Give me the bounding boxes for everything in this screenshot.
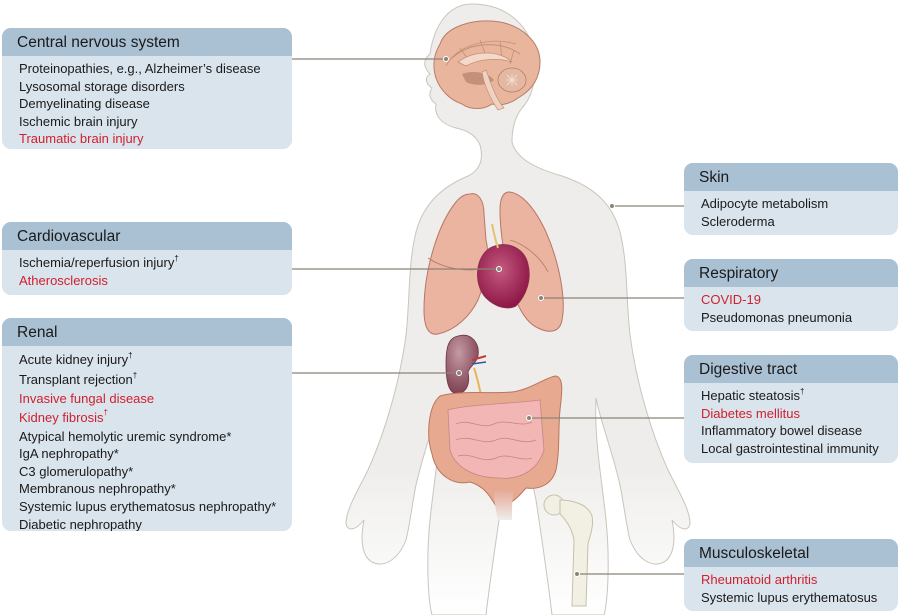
condition-label: Inflammatory bowel disease xyxy=(701,423,863,439)
panel-title: Skin xyxy=(684,163,898,191)
body-silhouette xyxy=(345,3,691,615)
condition-label: Atypical hemolytic uremic syndrome* xyxy=(19,428,232,444)
panel-list: Proteinopathies, e.g., Alzheimer’s disea… xyxy=(2,56,292,149)
condition-label: Adipocyte metabolism xyxy=(701,196,829,211)
condition-label: Acute kidney injury xyxy=(19,352,129,367)
condition-label: Traumatic brain injury xyxy=(19,131,144,147)
condition-label: Ischemic brain injury xyxy=(19,113,138,129)
panel-digestive-tract: Digestive tract Hepatic steatosis†Diabet… xyxy=(684,355,898,463)
intestines-icon xyxy=(428,375,563,520)
panel-title: Musculoskeletal xyxy=(684,539,898,567)
condition-item: IgA nephropathy* xyxy=(19,445,277,463)
condition-item: Systemic lupus erythematosus nephropathy… xyxy=(19,498,277,516)
condition-label: Proteinopathies, e.g., Alzheimer’s disea… xyxy=(19,61,261,76)
condition-label: Local gastrointestinal immunity xyxy=(701,440,879,456)
panel-central-nervous-system: Central nervous system Proteinopathies, … xyxy=(2,28,292,149)
condition-item: Hepatic steatosis† xyxy=(701,387,883,405)
condition-label: Demyelinating disease xyxy=(19,96,150,112)
condition-label: Systemic lupus erythematosus nephropathy… xyxy=(19,498,277,514)
condition-label: Hepatic steatosis xyxy=(701,388,800,403)
footnote-mark: † xyxy=(128,350,133,360)
condition-item: Proteinopathies, e.g., Alzheimer’s disea… xyxy=(19,60,277,78)
condition-item: Atypical hemolytic uremic syndrome* xyxy=(19,428,277,446)
panel-title: Renal xyxy=(2,318,292,346)
condition-label: Kidney fibrosis xyxy=(19,409,104,425)
footnote-mark: † xyxy=(103,408,108,418)
condition-label: Rheumatoid arthritis xyxy=(701,572,818,587)
condition-label: Invasive fungal disease xyxy=(19,391,155,406)
condition-label: IgA nephropathy* xyxy=(19,446,119,462)
condition-item: Diabetic nephropathy xyxy=(19,516,277,531)
condition-item: Acute kidney injury† xyxy=(19,350,277,370)
condition-item: COVID-19 xyxy=(701,291,883,309)
condition-label: Atherosclerosis xyxy=(19,272,108,288)
panel-cardiovascular: Cardiovascular Ischemia/reperfusion inju… xyxy=(2,222,292,295)
condition-item: Local gastrointestinal immunity xyxy=(701,440,883,458)
brain-icon xyxy=(433,20,541,111)
condition-label: Diabetic nephropathy xyxy=(19,516,142,531)
condition-label: Ischemia/reperfusion injury xyxy=(19,255,175,270)
condition-item: Diabetes mellitus xyxy=(701,405,883,423)
panel-renal: Renal Acute kidney injury†Transplant rej… xyxy=(2,318,292,531)
panel-title: Digestive tract xyxy=(684,355,898,383)
condition-label: Transplant rejection xyxy=(19,372,133,387)
condition-item: Adipocyte metabolism xyxy=(701,195,883,213)
footnote-mark: † xyxy=(800,386,805,396)
condition-label: Systemic lupus erythematosus xyxy=(701,589,878,605)
condition-item: Ischemia/reperfusion injury† xyxy=(19,254,277,272)
footnote-mark: † xyxy=(174,253,179,263)
panel-title: Cardiovascular xyxy=(2,222,292,250)
condition-label: Scleroderma xyxy=(701,213,775,229)
heart-icon xyxy=(477,223,530,309)
panel-title: Central nervous system xyxy=(2,28,292,56)
condition-item: Invasive fungal disease xyxy=(19,390,277,408)
condition-label: Pseudomonas pneumonia xyxy=(701,309,853,325)
condition-item: Systemic lupus erythematosus xyxy=(701,589,883,607)
condition-item: Atherosclerosis xyxy=(19,272,277,290)
condition-item: Demyelinating disease xyxy=(19,95,277,113)
panel-list: Acute kidney injury†Transplant rejection… xyxy=(2,346,292,531)
condition-item: Rheumatoid arthritis xyxy=(701,571,883,589)
condition-item: Lysosomal storage disorders xyxy=(19,78,277,96)
condition-item: Inflammatory bowel disease xyxy=(701,422,883,440)
condition-item: Kidney fibrosis† xyxy=(19,408,277,428)
condition-item: C3 glomerulopathy* xyxy=(19,463,277,481)
footnote-mark: † xyxy=(132,370,138,380)
femur-icon xyxy=(543,494,593,607)
connector-lines xyxy=(292,56,684,577)
condition-item: Transplant rejection† xyxy=(19,370,277,390)
panel-title: Respiratory xyxy=(684,259,898,287)
condition-label: Lysosomal storage disorders xyxy=(19,78,185,94)
condition-item: Pseudomonas pneumonia xyxy=(701,309,883,327)
condition-label: C3 glomerulopathy* xyxy=(19,463,134,479)
condition-item: Traumatic brain injury xyxy=(19,130,277,148)
condition-item: Scleroderma xyxy=(701,213,883,231)
condition-label: COVID-19 xyxy=(701,292,761,307)
condition-item: Ischemic brain injury xyxy=(19,113,277,131)
condition-item: Membranous nephropathy* xyxy=(19,480,277,498)
condition-label: Membranous nephropathy* xyxy=(19,481,176,497)
condition-label: Diabetes mellitus xyxy=(701,405,800,421)
panel-list: Ischemia/reperfusion injury†Atherosclero… xyxy=(2,250,292,295)
